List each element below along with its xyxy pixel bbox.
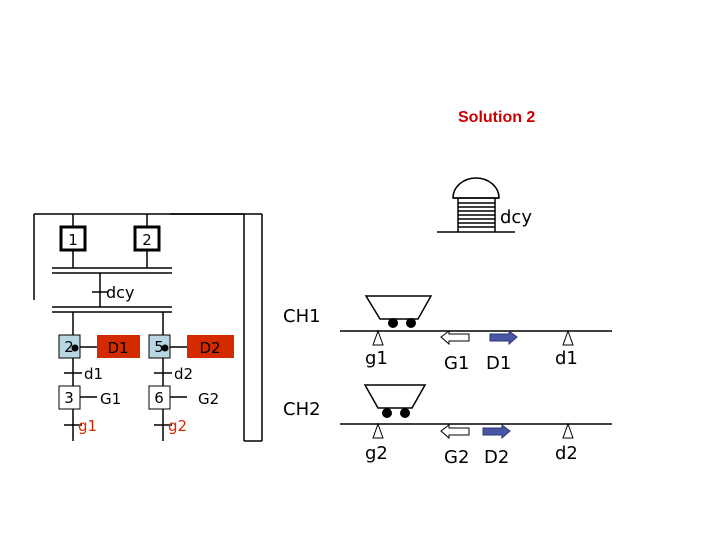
ch1-sensor-left-label: g1 — [365, 348, 388, 369]
step-left-a-label: 2 — [64, 338, 74, 356]
active-token — [161, 344, 169, 352]
ch2-dir-left-label: G2 — [444, 447, 469, 468]
diagram-title: Solution 2 — [458, 109, 535, 126]
ch1-dir-right-label: D1 — [486, 353, 511, 374]
action-left-a-label: D1 — [107, 339, 128, 357]
action-left-b-label: G1 — [100, 390, 121, 408]
grafcet — [33, 213, 263, 442]
trans-left-b-label: g1 — [78, 417, 97, 435]
step-right-a: 5 — [148, 334, 171, 359]
step-left-b: 3 — [58, 385, 81, 410]
step-2: 2 — [133, 225, 161, 252]
arrow-right-icon — [489, 330, 518, 346]
step-left-a: 2 — [58, 334, 81, 359]
action-right-a: D2 — [187, 335, 234, 358]
dcy-button-label: dcy — [500, 207, 532, 228]
step-right-b: 6 — [148, 385, 171, 410]
step-2-label: 2 — [142, 231, 152, 249]
ch2-label: CH2 — [283, 399, 321, 420]
action-left-a: D1 — [97, 335, 140, 358]
ch2-sensor-left-label: g2 — [365, 443, 388, 464]
action-right-a-label: D2 — [199, 339, 220, 357]
step-1-label: 1 — [68, 231, 78, 249]
ch1-dir-left-label: G1 — [444, 353, 469, 374]
active-token — [71, 344, 79, 352]
ch1-label: CH1 — [283, 306, 321, 327]
step-right-a-label: 5 — [154, 338, 164, 356]
step-left-b-label: 3 — [64, 389, 74, 407]
ch1-sensor-right-label: d1 — [555, 348, 578, 369]
step-right-b-label: 6 — [154, 389, 164, 407]
arrow-right-icon — [482, 424, 511, 440]
sensor-g1-icon — [372, 329, 384, 346]
trans-left-a-label: d1 — [84, 365, 103, 383]
ch2-sensor-right-label: d2 — [555, 443, 578, 464]
step-1: 1 — [59, 225, 87, 252]
arrow-left-icon — [440, 330, 470, 346]
trans-right-b-label: g2 — [168, 417, 187, 435]
cart-1 — [364, 295, 433, 328]
trans-right-a-label: d2 — [174, 365, 193, 383]
sensor-g2-icon — [372, 422, 384, 439]
transition-dcy-label: dcy — [106, 283, 134, 302]
action-right-b-label: G2 — [198, 390, 219, 408]
sensor-d1-icon — [562, 329, 574, 346]
cart-2 — [363, 384, 427, 418]
arrow-left-icon — [440, 424, 470, 440]
sensor-d2-icon — [562, 422, 574, 439]
ch2-dir-right-label: D2 — [484, 447, 509, 468]
dcy-button — [437, 177, 515, 233]
